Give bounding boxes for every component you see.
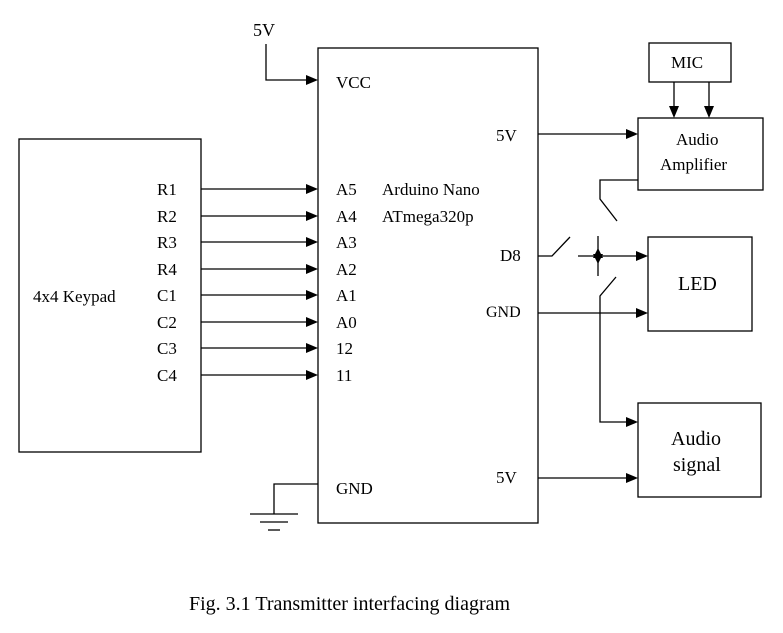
- arduino-title-line2: ATmega320p: [382, 207, 474, 226]
- switch-transistor-icon: [538, 179, 648, 423]
- arduino-pin-label: A0: [336, 313, 357, 332]
- 5v-to-amplifier-arrowhead: [626, 129, 638, 139]
- mic-arrowhead-right: [704, 106, 714, 118]
- keypad-box: [18, 138, 202, 453]
- keypad-wire-arrowhead: [306, 264, 318, 274]
- keypad-pin-label: R2: [157, 207, 177, 226]
- amplifier-label-line2: Amplifier: [660, 155, 727, 174]
- arduino-pin-label: A5: [336, 180, 357, 199]
- keypad-wire-arrowhead: [306, 211, 318, 221]
- arduino-vcc-label: VCC: [336, 73, 371, 92]
- arduino-pin-label: A4: [336, 207, 357, 226]
- keypad-pin-label: C2: [157, 313, 177, 332]
- keypad-wire-arrowhead: [306, 317, 318, 327]
- mic-box: [648, 42, 732, 83]
- led-box: [647, 236, 753, 332]
- arduino-pin-label: A2: [336, 260, 357, 279]
- arduino-pin-label: 11: [336, 366, 352, 385]
- arduino-title-line1: Arduino Nano: [382, 180, 480, 199]
- supply-5v-label: 5V: [253, 20, 275, 40]
- keypad-wire-arrowhead: [306, 237, 318, 247]
- audio-amplifier-box: [637, 117, 764, 191]
- arduino-pin-label: A1: [336, 286, 357, 305]
- mic-arrowhead-left: [669, 106, 679, 118]
- gnd-to-led-arrowhead: [636, 308, 648, 318]
- gnd-wire: [273, 483, 318, 514]
- figure-caption: Fig. 3.1 Transmitter interfacing diagram: [189, 593, 511, 615]
- amplifier-label-line1: Audio: [676, 130, 719, 149]
- keypad-pin-label: C3: [157, 339, 177, 358]
- audio-signal-box: [637, 402, 762, 498]
- keypad-pin-label: C4: [157, 366, 177, 385]
- arduino-left-pins: A5 A4 A3 A2 A1 A0 12 11: [336, 180, 357, 385]
- mic-label: MIC: [671, 53, 703, 72]
- arduino-5v-top-label: 5V: [496, 126, 518, 145]
- keypad-label: 4x4 Keypad: [33, 287, 116, 306]
- keypad-pin-labels: R1 R2 R3 R4 C1 C2 C3 C4: [157, 180, 177, 385]
- vcc-arrowhead: [306, 75, 318, 85]
- keypad-wire-arrowhead: [306, 290, 318, 300]
- arduino-gnd-right-label: GND: [486, 304, 521, 321]
- audio-signal-label-line1: Audio: [671, 428, 721, 450]
- arduino-box: [317, 47, 539, 524]
- keypad-wire-arrowhead: [306, 370, 318, 380]
- arduino-pin-label: A3: [336, 233, 357, 252]
- led-label: LED: [678, 273, 717, 295]
- arduino-gnd-left-label: GND: [336, 479, 373, 498]
- keypad-wire-arrowhead: [306, 184, 318, 194]
- audio-signal-label-line2: signal: [673, 454, 721, 476]
- arduino-5v-bottom-label: 5V: [496, 468, 518, 487]
- ground-icon: [250, 513, 298, 531]
- keypad-pin-label: R3: [157, 233, 177, 252]
- 5v-to-audio-signal-arrowhead: [626, 473, 638, 483]
- keypad-wires: [201, 184, 318, 380]
- vcc-supply-wire: [265, 44, 308, 81]
- arduino-d8-label: D8: [500, 246, 521, 265]
- keypad-pin-label: R4: [157, 260, 177, 279]
- switch-to-audio-signal-arrowhead: [626, 417, 638, 427]
- keypad-pin-label: C1: [157, 286, 177, 305]
- keypad-pin-label: R1: [157, 180, 177, 199]
- arduino-pin-label: 12: [336, 339, 353, 358]
- keypad-wire-arrowhead: [306, 343, 318, 353]
